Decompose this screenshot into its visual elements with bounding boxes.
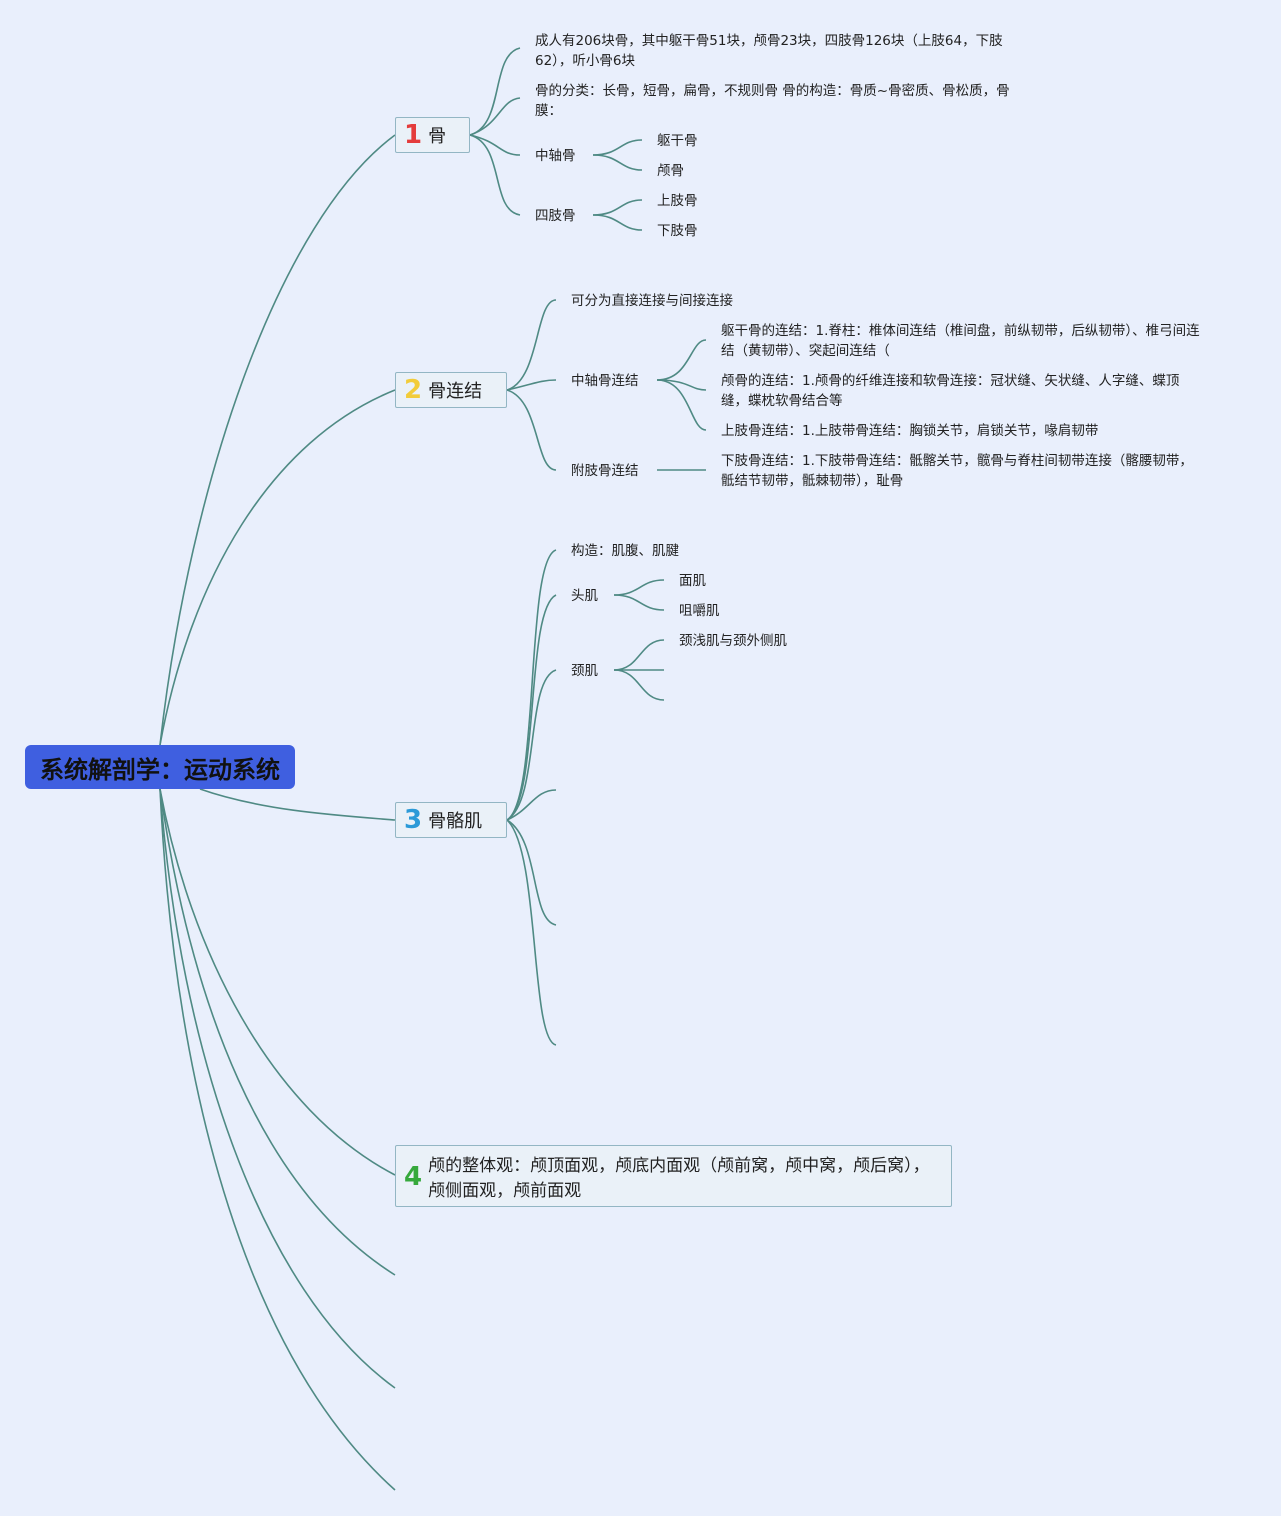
topic-label: 骨连结 [428,381,483,402]
subtopic-head-muscles[interactable]: 头肌 [571,588,598,604]
link-root-empty1 [159,788,396,1276]
leaf-skull-joints[interactable]: 颅骨的连结：1.颅骨的纤维连接和软骨连接：冠状缝、矢状缝、人字缝、蝶顶缝，蝶枕软… [721,373,1180,409]
subtopic-axial-bone[interactable]: 中轴骨 [535,148,576,164]
topic-node-skeletal-muscle[interactable]: 3 骨骼肌 [395,802,507,838]
link-root-topic3 [199,788,396,821]
subtopic-joint-types[interactable]: 可分为直接连接与间接连接 [571,293,733,309]
root-node[interactable]: 系统解剖学：运动系统 [25,745,295,789]
topic-label: 颅的整体观：颅顶面观，颅底内面观（颅前窝，颅中窝，颅后窝），颅侧面观，颅前面观 [428,1156,930,1201]
topic-number-1: 1 [404,120,423,150]
topic-label: 骨 [428,126,447,147]
leaf-masticatory-muscles[interactable]: 咀嚼肌 [679,603,720,619]
topic-number-3: 3 [404,805,423,835]
topic-node-skull-overview[interactable]: 4 颅的整体观：颅顶面观，颅底内面观（颅前窝，颅中窝，颅后窝），颅侧面观，颅前面… [395,1145,952,1207]
subtopic-neck-muscles[interactable]: 颈肌 [571,663,598,679]
link-root-topic4 [159,788,396,1176]
topic-number-4: 4 [404,1162,423,1192]
leaf-skull-bone[interactable]: 颅骨 [657,163,684,179]
link-root-topic1 [159,134,396,746]
link-root-topic2 [159,389,396,746]
subtopic-appendicular-joints[interactable]: 附肢骨连结 [571,463,639,479]
leaf-superficial-neck-muscles[interactable]: 颈浅肌与颈外侧肌 [679,633,787,649]
leaf-upper-limb-joints[interactable]: 上肢骨连结：1.上肢带骨连结：胸锁关节，肩锁关节，喙肩韧带 [721,423,1099,439]
subtopic-axial-joints[interactable]: 中轴骨连结 [571,373,639,389]
leaf-trunk-bone[interactable]: 躯干骨 [657,133,698,149]
leaf-trunk-joints[interactable]: 躯干骨的连结：1.脊柱：椎体间连结（椎间盘，前纵韧带，后纵韧带）、椎弓间连结（黄… [721,323,1200,359]
leaf-facial-muscles[interactable]: 面肌 [679,573,706,589]
subtopic-muscle-structure[interactable]: 构造：肌腹、肌腱 [571,543,679,559]
link-root-empty2 [159,788,396,1389]
topic-label: 骨骼肌 [428,811,483,832]
leaf-lower-limb-joints[interactable]: 下肢骨连结：1.下肢带骨连结：骶髂关节，髋骨与脊柱间韧带连接（髂腰韧带，骶结节韧… [721,453,1193,489]
subtopic-bone-count[interactable]: 成人有206块骨，其中躯干骨51块，颅骨23块，四肢骨126块（上肢64，下肢6… [535,33,1003,69]
link-root-empty3 [159,788,396,1491]
subtopic-limb-bone[interactable]: 四肢骨 [535,208,576,224]
topic-node-bone[interactable]: 1 骨 [395,117,470,153]
leaf-upper-limb-bone[interactable]: 上肢骨 [657,193,698,209]
subtopic-bone-classification[interactable]: 骨的分类：长骨，短骨，扁骨，不规则骨 骨的构造：骨质~骨密质、骨松质，骨膜： [535,83,1010,119]
topic-node-joints[interactable]: 2 骨连结 [395,372,507,408]
root-title: 系统解剖学：运动系统 [40,755,280,784]
topic-number-2: 2 [404,375,423,405]
leaf-lower-limb-bone[interactable]: 下肢骨 [657,223,698,239]
